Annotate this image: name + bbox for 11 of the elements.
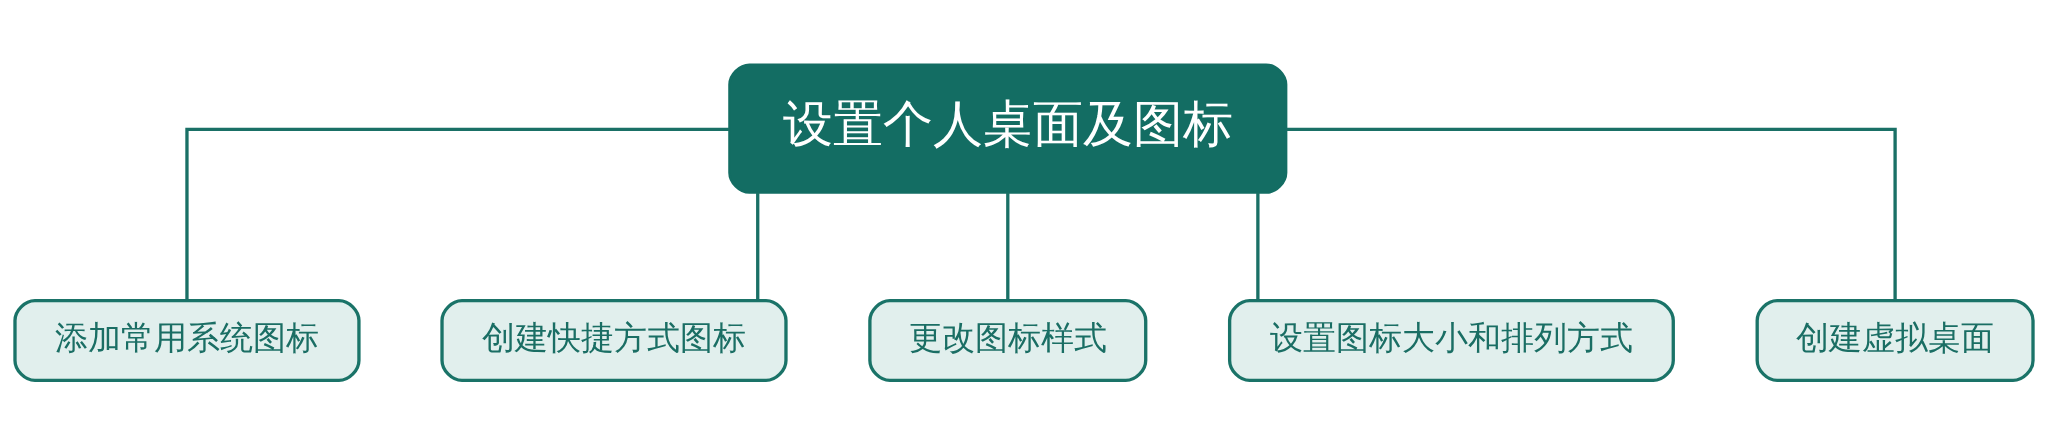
node-box: 设置图标大小和排列方式 — [1227, 298, 1675, 382]
node-box: 添加常用系统图标 — [13, 298, 361, 382]
connector — [756, 192, 760, 301]
node-box: 创建快捷方式图标 — [440, 298, 788, 382]
connector — [1006, 192, 1010, 301]
connector — [1256, 192, 1260, 301]
connector — [1286, 127, 1897, 301]
connector — [185, 127, 730, 301]
node-box: 创建虚拟桌面 — [1755, 298, 2035, 382]
node-box: 设置个人桌面及图标 — [728, 63, 1288, 194]
node-box: 更改图标样式 — [868, 298, 1148, 382]
